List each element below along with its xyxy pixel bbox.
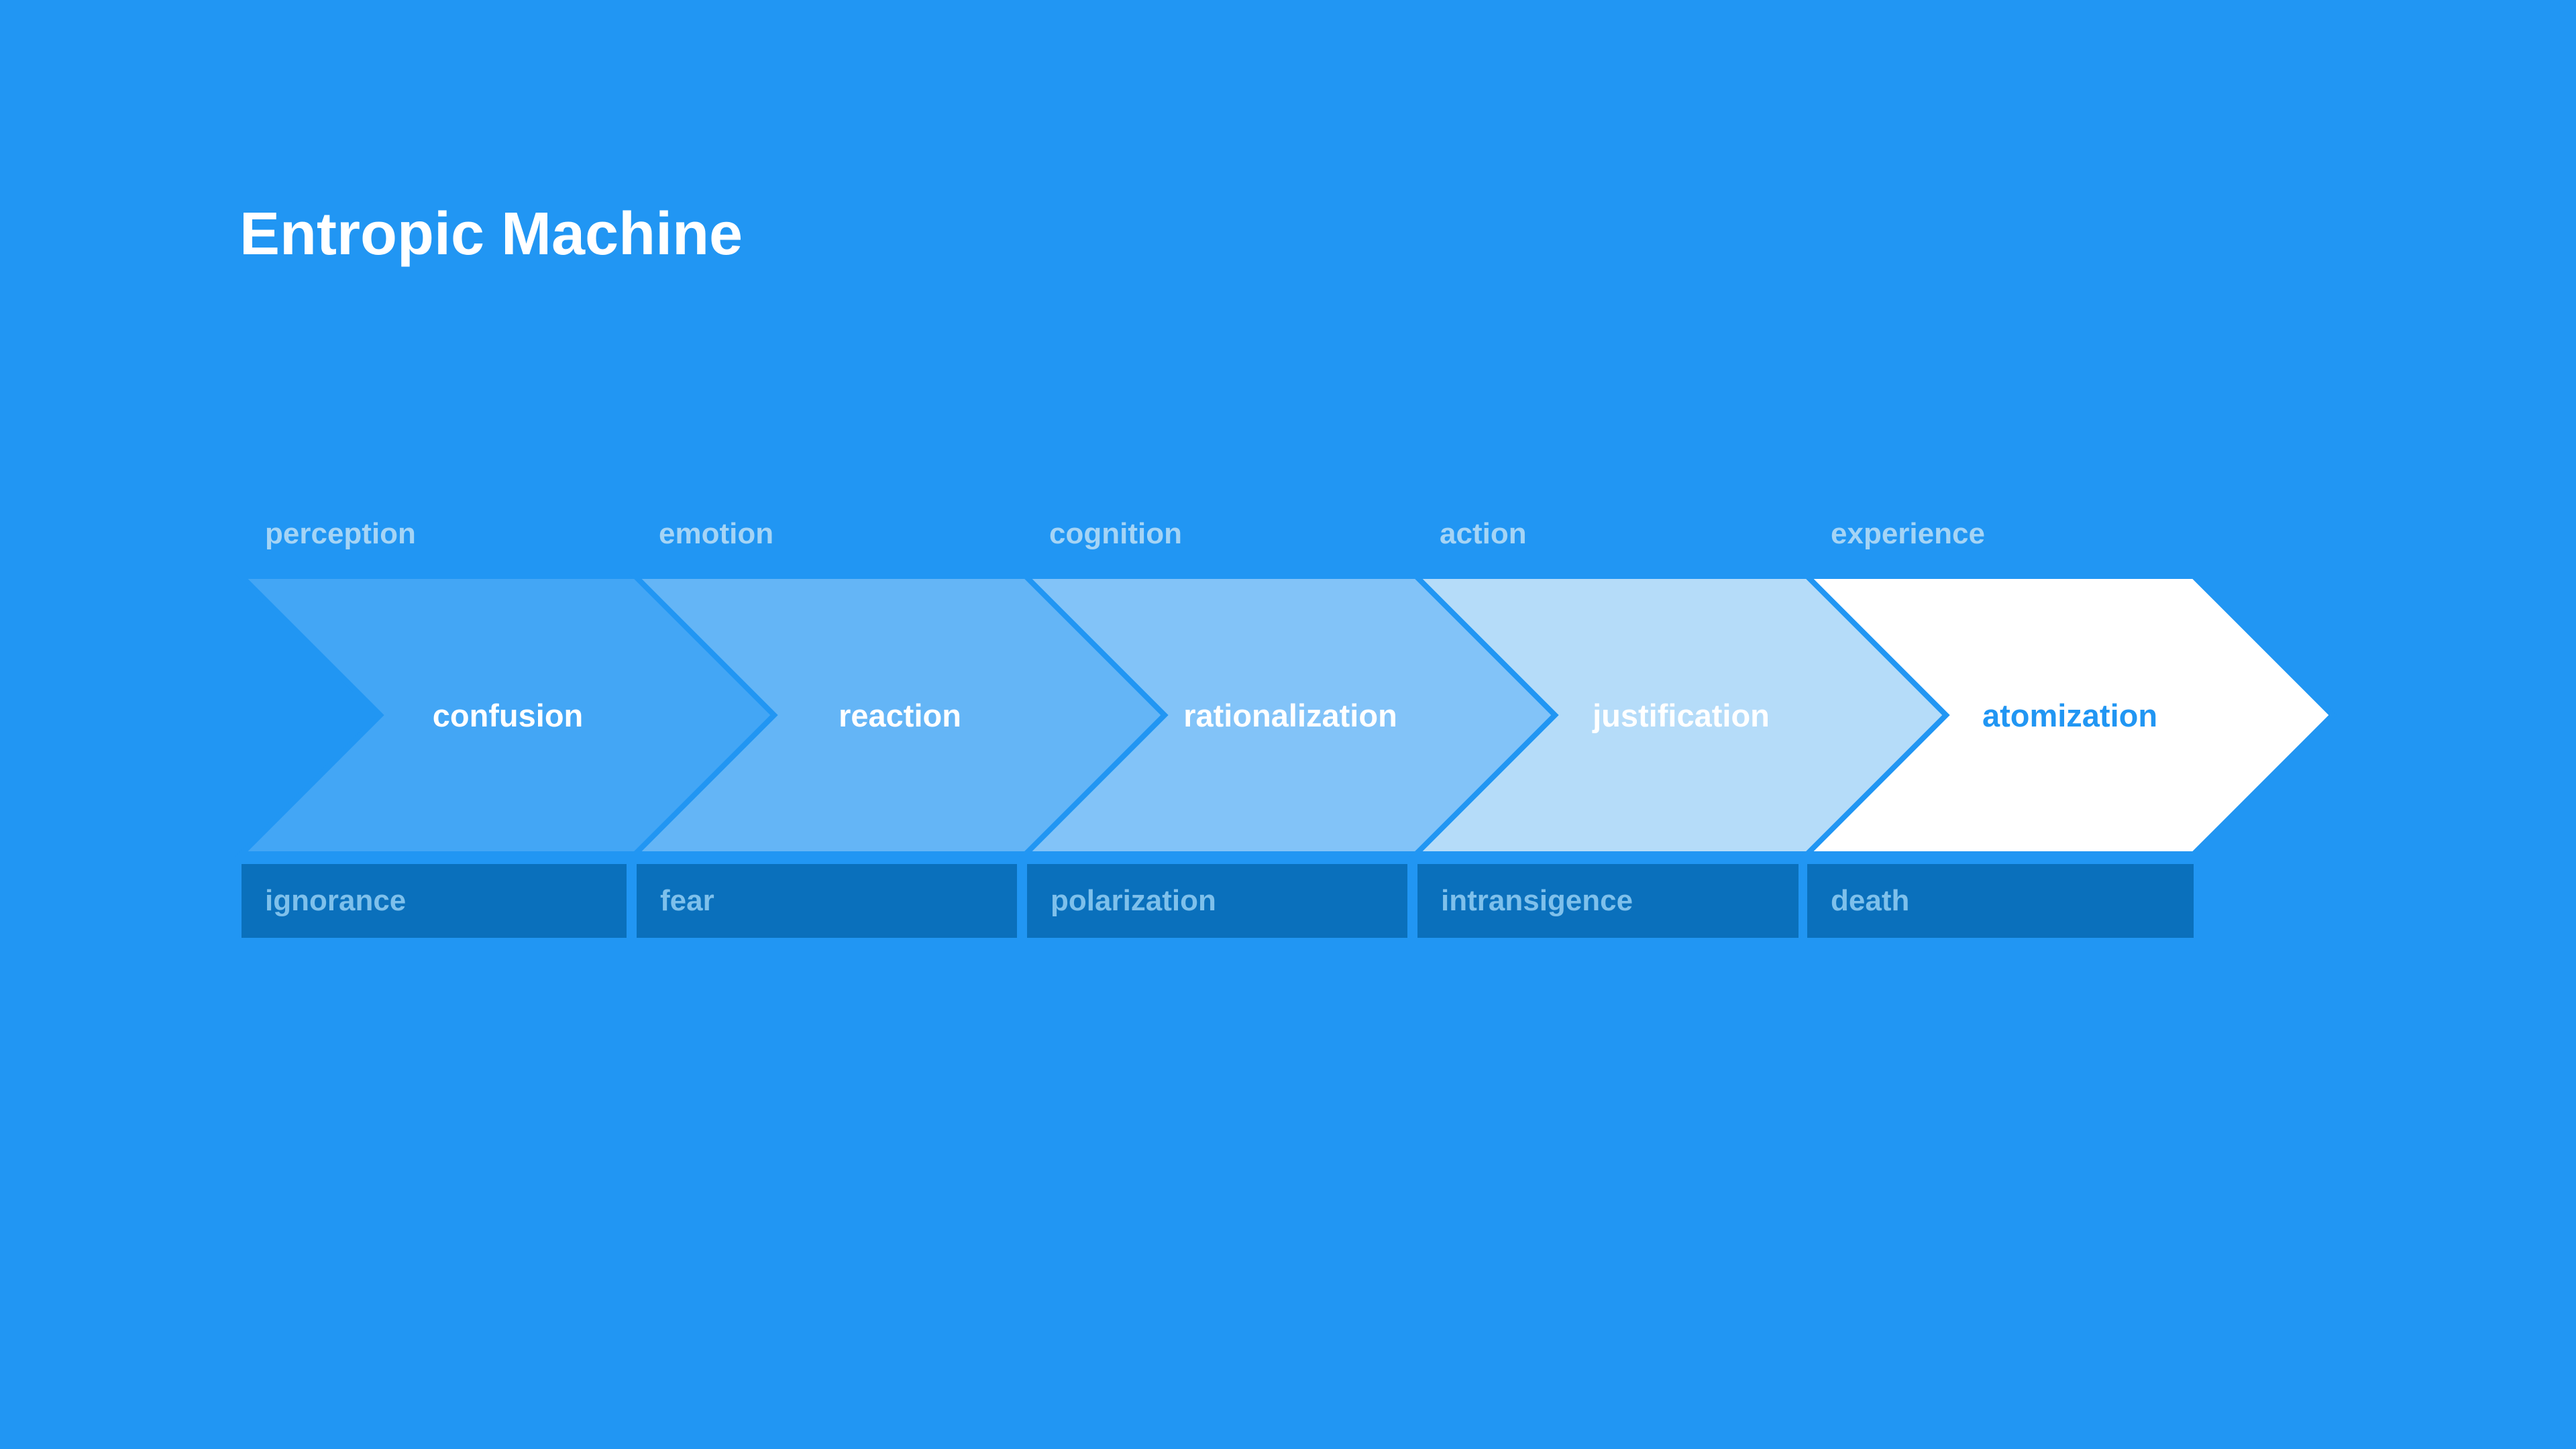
outcome-bar-intransigence: intransigence <box>1417 864 1799 938</box>
outcome-bar-polarization: polarization <box>1027 864 1407 938</box>
outcome-bar-ignorance: ignorance <box>241 864 627 938</box>
stage-label-emotion: emotion <box>659 517 774 550</box>
page-title: Entropic Machine <box>239 201 743 268</box>
stage-label-action: action <box>1440 517 1527 550</box>
stage-label-perception: perception <box>265 517 416 550</box>
outcome-bar-death: death <box>1807 864 2194 938</box>
stage-label-experience: experience <box>1831 517 1985 550</box>
stage-label-cognition: cognition <box>1049 517 1182 550</box>
chevron-shape-experience <box>1801 574 2337 857</box>
outcome-bar-fear: fear <box>637 864 1017 938</box>
